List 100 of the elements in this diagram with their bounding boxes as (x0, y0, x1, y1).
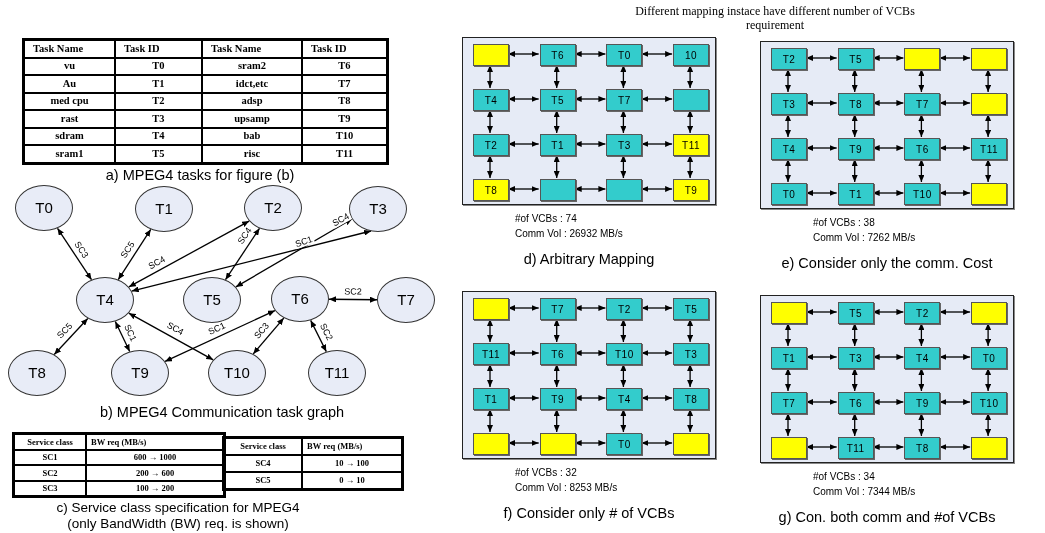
tile: T0 (971, 347, 1008, 369)
figure-caption: b) MPEG4 Communication task graph (99, 405, 345, 420)
double-arrow (985, 158, 992, 183)
double-arrow (687, 109, 694, 134)
tile: T0 (606, 433, 643, 455)
double-arrow (938, 354, 971, 360)
tile: T4 (904, 347, 941, 369)
double-arrow (640, 395, 673, 401)
double-arrow (918, 68, 925, 93)
task-ellipse: T11 (308, 350, 366, 396)
stat-text: Comm Vol : 7262 MB/s (813, 233, 916, 243)
table-cell: T2 (115, 92, 202, 110)
tile: T10 (971, 392, 1008, 414)
tile (673, 433, 710, 455)
double-arrow (785, 322, 791, 347)
table-cell: med cpu (24, 92, 115, 110)
double-arrow (938, 444, 971, 450)
tile: T2 (904, 302, 941, 324)
table-cell: 600 → 1000 (86, 449, 224, 465)
tile: T6 (837, 392, 874, 414)
title: Different mapping instace have different number of VCBs requirement (634, 4, 916, 32)
double-arrow (128, 220, 250, 288)
tile (473, 298, 509, 320)
figure-caption: e) Consider only the comm. Cost (781, 256, 993, 271)
double-arrow (252, 317, 285, 355)
table-cell: T8 (302, 92, 387, 110)
double-arrow (553, 154, 560, 179)
double-arrow (687, 408, 694, 433)
double-arrow (985, 113, 992, 138)
tile: T9 (904, 392, 941, 414)
task-ellipse: T6 (271, 276, 329, 322)
figure-caption: d) Arbitrary Mapping (523, 252, 655, 267)
figure-caption: g) Con. both comm and #of VCBs (778, 510, 996, 525)
double-arrow (235, 218, 353, 288)
double-arrow (620, 363, 627, 388)
table-cell: Au (24, 75, 115, 93)
tile: T2 (771, 48, 807, 70)
tile: T7 (606, 89, 643, 111)
double-arrow (640, 440, 673, 446)
tile: T9 (539, 388, 576, 410)
double-arrow (640, 51, 673, 57)
double-arrow (985, 367, 992, 392)
double-arrow (785, 158, 791, 183)
tile: T7 (771, 392, 807, 414)
double-arrow (487, 363, 493, 388)
tile: T11 (473, 343, 509, 365)
tile (971, 48, 1008, 70)
double-arrow (687, 318, 694, 343)
double-arrow (53, 317, 89, 356)
tile: T8 (673, 388, 710, 410)
table-cell: sdram (24, 127, 115, 145)
table-cell: idct,etc (202, 75, 302, 93)
table-cell: SC1 (14, 449, 86, 465)
column-header: Task ID (115, 40, 202, 58)
double-arrow (918, 322, 925, 347)
double-arrow (640, 305, 673, 311)
double-arrow (507, 305, 540, 311)
tile: T9 (673, 179, 710, 201)
double-arrow (487, 64, 493, 89)
double-arrow (640, 350, 673, 356)
tile (971, 93, 1008, 115)
tile: T7 (904, 93, 941, 115)
stat-text: #of VCBs : 74 (515, 214, 578, 224)
double-arrow (620, 109, 627, 134)
double-arrow (785, 412, 791, 437)
tile: T1 (539, 134, 576, 156)
table-cell: 200 → 600 (86, 465, 224, 481)
double-arrow (851, 113, 858, 138)
tile (971, 302, 1008, 324)
tile: T5 (539, 89, 576, 111)
tile (473, 44, 509, 66)
double-arrow (872, 100, 905, 106)
double-arrow (553, 109, 560, 134)
double-arrow (687, 363, 694, 388)
column-header: Service class (14, 434, 86, 450)
tile: T8 (904, 437, 941, 459)
double-arrow (687, 64, 694, 89)
stat-text: Comm Vol : 8253 MB/s (515, 483, 618, 493)
tile (606, 179, 643, 201)
stat-text: #of VCBs : 32 (515, 468, 578, 478)
tile (971, 183, 1008, 205)
table-cell: sram1 (24, 145, 115, 163)
double-arrow (851, 412, 858, 437)
column-header: Service class (224, 438, 302, 455)
stat-text: #of VCBs : 38 (813, 218, 876, 228)
table-cell: adsp (202, 92, 302, 110)
tile: T3 (771, 93, 807, 115)
tile (473, 433, 509, 455)
tile: T0 (771, 183, 807, 205)
double-arrow (640, 186, 673, 192)
table-cell: sram2 (202, 57, 302, 75)
double-arrow (872, 190, 905, 196)
double-arrow (851, 367, 858, 392)
double-arrow (918, 113, 925, 138)
double-arrow (574, 305, 607, 311)
figure-caption: c) Service class specification for MPEG4 (only BandWidth (BW) req. is shown) (55, 500, 301, 532)
tile (539, 433, 576, 455)
double-arrow (805, 309, 838, 315)
double-arrow (328, 296, 378, 303)
table-cell: 100 → 200 (86, 480, 224, 496)
